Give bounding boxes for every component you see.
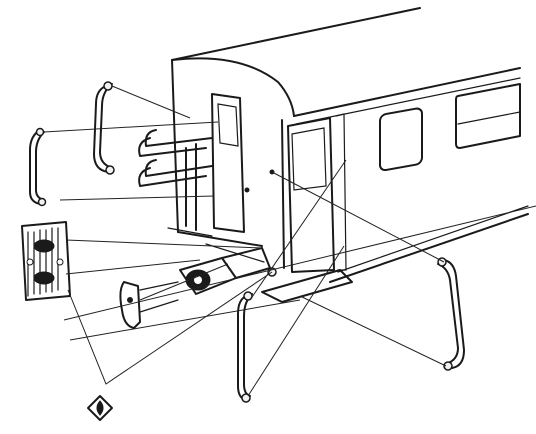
coupler-assembly: [179, 243, 277, 295]
leader-lines: [43, 85, 536, 397]
side-windows: [379, 83, 521, 172]
attachment-symbol: [87, 395, 113, 421]
lower-grab-handle-center: [237, 291, 253, 403]
grab-handle-right: [437, 257, 465, 371]
carriage-body: [171, 7, 529, 283]
footstep-plate: [261, 269, 353, 303]
buffer-block: [21, 221, 71, 301]
step-ladder-rungs: [138, 129, 213, 237]
grab-handle-mid-left: [29, 127, 47, 207]
end-door: [211, 93, 250, 233]
roof-curve: [171, 57, 295, 117]
coupling-hook: [119, 281, 179, 329]
